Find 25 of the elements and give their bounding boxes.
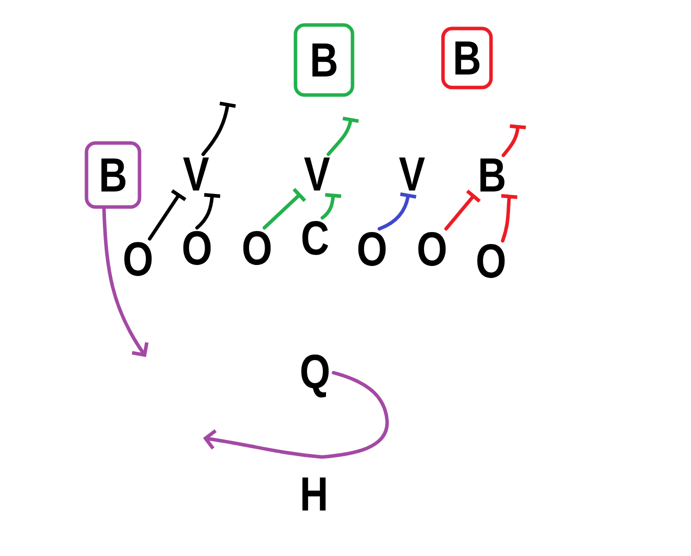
player-label: V <box>304 157 330 190</box>
player-label: O <box>358 232 386 266</box>
player-box: B <box>84 141 142 209</box>
player-label: O <box>477 244 505 278</box>
player-label: V <box>399 157 425 190</box>
player-label: O <box>124 242 152 276</box>
player-label: O <box>418 232 446 266</box>
player-box: B <box>441 26 493 90</box>
block-line <box>320 193 342 220</box>
block-line <box>500 194 518 243</box>
player-label: Q <box>301 354 329 398</box>
route-arrow <box>102 207 149 357</box>
player-label: C <box>302 221 328 255</box>
block-line <box>378 192 416 231</box>
player-label: H <box>302 477 326 510</box>
player-label: B <box>480 158 504 192</box>
player-label: O <box>243 231 271 265</box>
player-label: V <box>183 157 209 190</box>
block-line <box>326 116 359 156</box>
block-line <box>502 124 526 158</box>
route-arrow <box>203 370 389 459</box>
player-box: B <box>294 23 354 97</box>
block-line <box>195 193 220 230</box>
block-line <box>201 102 236 156</box>
player-label: O <box>183 231 211 265</box>
